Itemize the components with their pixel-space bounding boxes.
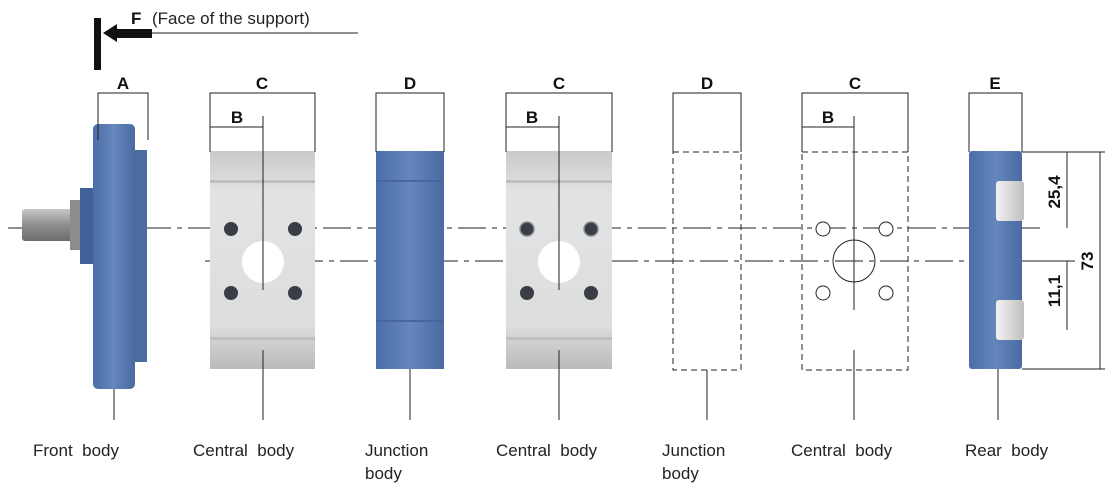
front-plate — [93, 124, 135, 389]
bolt-hole — [224, 222, 238, 236]
dimension-brackets — [97, 92, 1023, 152]
caption-junction-body-1-line2: body — [365, 464, 402, 483]
dim-value-total: 73 — [1078, 252, 1097, 271]
bushing-lower — [996, 300, 1024, 340]
dim-label-c-2: C — [553, 74, 565, 93]
dim-value-upper: 25,4 — [1045, 175, 1064, 209]
dim-label-a: A — [117, 74, 129, 93]
face-caption: (Face of the support) — [152, 9, 310, 28]
dim-label-c-3: C — [849, 74, 861, 93]
bolt-hole — [288, 286, 302, 300]
dim-label-d-2: D — [701, 74, 713, 93]
caption-junction-body-2-line1: Junction — [662, 441, 725, 460]
bolt-hole — [520, 286, 534, 300]
bolt-hole — [815, 285, 831, 301]
front-plate-step — [133, 150, 147, 362]
crosshair-lines — [262, 116, 855, 310]
bolt-hole — [584, 286, 598, 300]
caption-rear-body: Rear body — [965, 441, 1049, 460]
caption-central-body-2: Central body — [496, 441, 598, 460]
junction-block — [376, 151, 444, 369]
dim-label-c-1: C — [256, 74, 268, 93]
caption-junction-body-1-line1: Junction — [365, 441, 428, 460]
bolt-hole — [224, 286, 238, 300]
face-marker: F (Face of the support) — [94, 9, 358, 70]
caption-front-body: Front body — [33, 441, 119, 460]
dim-label-b-1: B — [231, 108, 243, 127]
height-dimensions — [1022, 151, 1105, 370]
caption-central-body-3: Central body — [791, 441, 893, 460]
face-plate-bar — [94, 18, 101, 70]
caption-leaders — [113, 350, 999, 420]
dim-label-b-2: B — [526, 108, 538, 127]
bolt-hole — [878, 221, 894, 237]
front-hub — [80, 188, 96, 264]
dim-label-b-3: B — [822, 108, 834, 127]
caption-central-body-1: Central body — [193, 441, 295, 460]
face-letter: F — [131, 9, 141, 28]
face-arrow-icon — [103, 24, 152, 42]
bolt-hole — [288, 222, 302, 236]
rear-body — [969, 151, 1024, 369]
bolt-hole — [815, 221, 831, 237]
bolt-hole — [878, 285, 894, 301]
shaft-flange — [70, 200, 80, 250]
bolt-hole — [583, 221, 599, 237]
dim-label-e: E — [989, 74, 1000, 93]
front-body — [22, 124, 147, 389]
caption-junction-body-2-line2: body — [662, 464, 699, 483]
bolt-hole — [519, 221, 535, 237]
dim-label-d-1: D — [404, 74, 416, 93]
junction-body-1 — [376, 151, 444, 369]
central-outline — [801, 151, 909, 371]
shaft — [22, 209, 78, 241]
bushing-upper — [996, 181, 1024, 221]
dim-value-lower: 11,1 — [1045, 275, 1064, 307]
central-body-3 — [801, 151, 909, 371]
